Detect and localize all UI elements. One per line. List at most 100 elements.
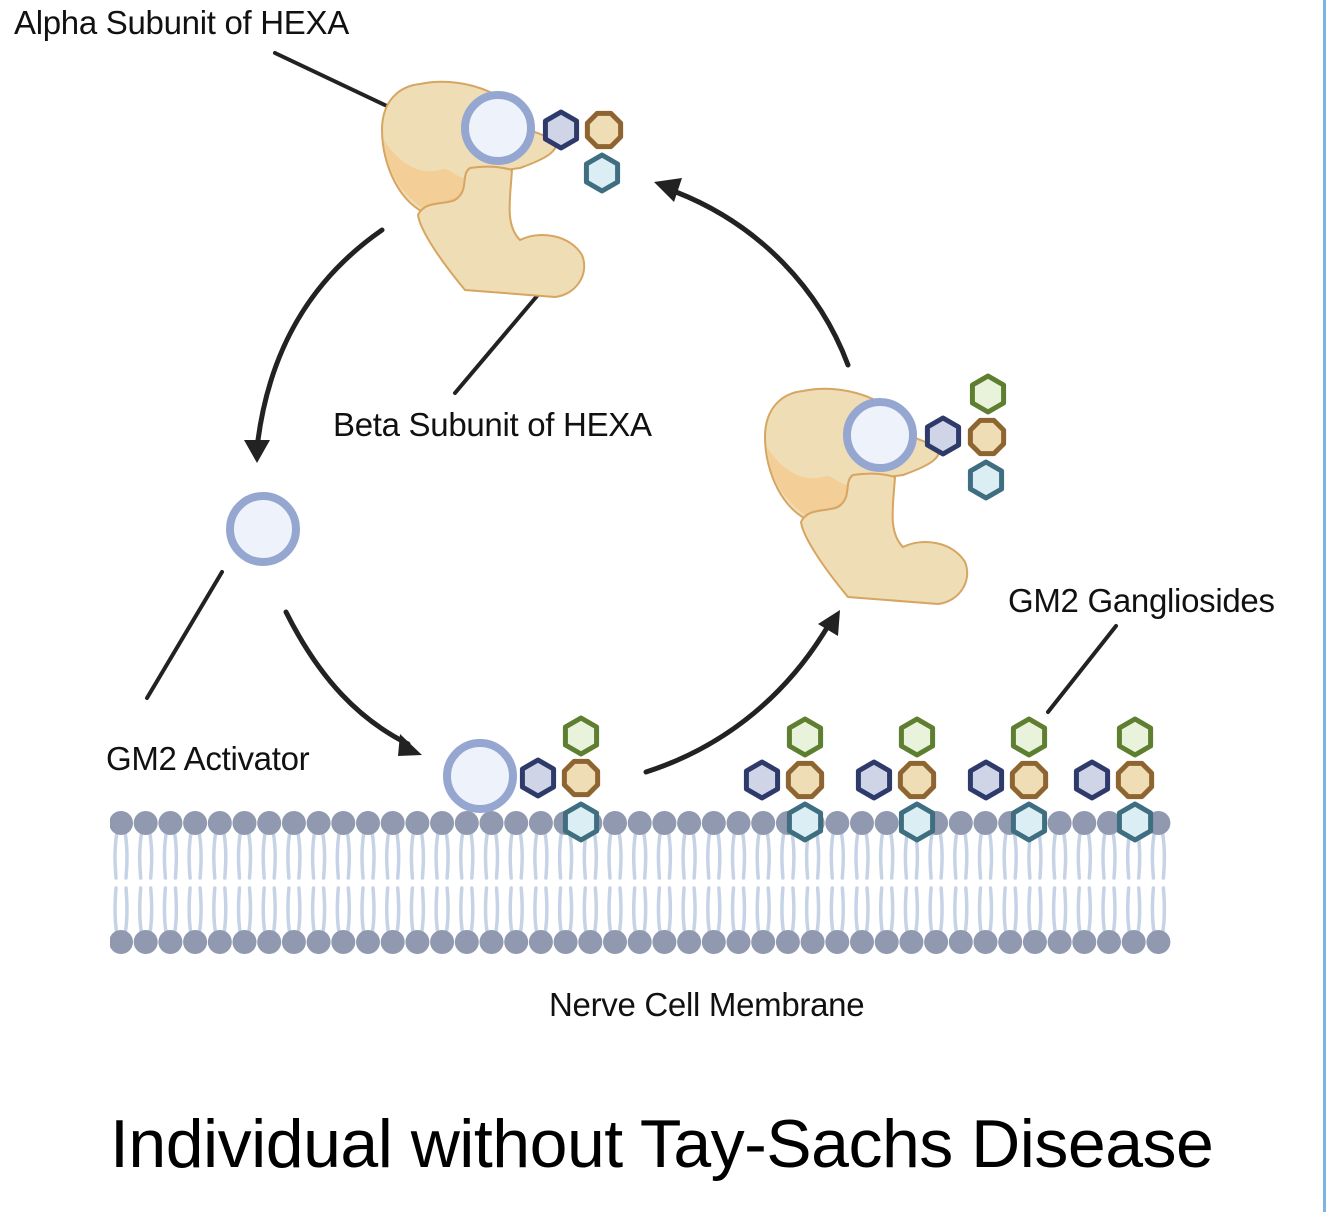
lipid-tail xyxy=(666,830,673,880)
lipid-tail xyxy=(740,886,747,936)
lipid-tail xyxy=(394,886,401,936)
sugar-green xyxy=(898,716,936,758)
lipid-head xyxy=(652,811,677,835)
sugar-green xyxy=(562,715,600,757)
lipid-tail xyxy=(370,886,376,936)
lipid-head xyxy=(1072,930,1097,954)
lipid-tail xyxy=(666,886,673,936)
sugar-teal xyxy=(1116,801,1154,843)
lipid-tail xyxy=(483,886,490,936)
lipid-tail xyxy=(394,830,401,880)
sugar-navy xyxy=(967,759,1005,801)
lipid-tail xyxy=(483,830,490,880)
lipid-tail xyxy=(1160,830,1167,880)
beta-subunit xyxy=(799,472,969,606)
sugar-navy xyxy=(924,415,962,457)
lipid-tail xyxy=(123,886,129,936)
lipid-tail xyxy=(236,886,243,936)
lipid-tail xyxy=(888,830,895,880)
lipid-tail xyxy=(1037,886,1043,936)
lipid-tail xyxy=(212,886,218,936)
lipid-tail xyxy=(335,830,342,880)
sugar-brown xyxy=(1115,760,1155,800)
lipid-tail xyxy=(370,830,376,880)
lipid-head xyxy=(257,811,282,835)
lipid-tail xyxy=(162,886,169,936)
lipid-head xyxy=(603,811,627,835)
lipid-tail xyxy=(730,830,737,880)
lipid-head xyxy=(652,930,677,954)
lipid-head xyxy=(726,930,751,954)
activator-on-enzyme xyxy=(461,91,535,165)
lipid-tail xyxy=(681,830,687,880)
lipid-tail xyxy=(113,886,119,936)
lipid-tail xyxy=(1037,830,1043,880)
lipid-tail xyxy=(928,886,934,936)
lipid-tail xyxy=(617,830,623,880)
lipid-head xyxy=(232,811,257,835)
lipid-head xyxy=(603,930,627,954)
lipid-head xyxy=(850,811,874,835)
lipid-head xyxy=(133,811,158,835)
lipid-head xyxy=(454,930,479,954)
lipid-head xyxy=(110,930,133,954)
lipid-head xyxy=(726,811,751,835)
lipid-tail xyxy=(508,830,514,880)
lipid-tail xyxy=(172,830,179,880)
lipid-head xyxy=(751,811,776,835)
lipid-head xyxy=(948,811,973,835)
arrowhead-down-icon xyxy=(244,440,270,463)
lipid-head xyxy=(677,811,702,835)
alpha-subunit-label: Alpha Subunit of HEXA xyxy=(14,4,349,41)
lipid-tail xyxy=(878,830,885,880)
lipid-head xyxy=(775,930,800,954)
lipid-tail xyxy=(147,886,154,936)
lipid-head xyxy=(430,811,455,835)
lipid-head xyxy=(627,930,652,954)
lipid-head xyxy=(973,811,998,835)
lipid-tail xyxy=(419,830,426,880)
lipid-tail xyxy=(864,830,870,880)
lipid-tail xyxy=(567,886,574,936)
lipid-head xyxy=(207,811,232,835)
lipid-tail xyxy=(839,830,846,880)
lipid-tail xyxy=(518,830,524,880)
gm2-activator-pointer xyxy=(145,570,224,700)
sugar-navy xyxy=(542,109,580,151)
lipid-tail xyxy=(592,830,599,880)
lipid-head xyxy=(899,930,924,954)
lipid-head xyxy=(504,811,529,835)
lipid-head xyxy=(701,811,726,835)
lipid-head xyxy=(1121,930,1146,954)
gm2-gangliosides-label: GM2 Gangliosides xyxy=(1008,582,1275,619)
lipid-tail xyxy=(286,886,292,936)
arrow-enzyme-to-release xyxy=(673,189,851,368)
lipid-head xyxy=(800,930,825,954)
lipid-tail xyxy=(434,886,440,936)
lipid-tail xyxy=(1101,886,1107,936)
lipid-head xyxy=(1047,930,1072,954)
lipid-tail xyxy=(1061,886,1068,936)
lipid-head xyxy=(430,930,455,954)
lipid-tail xyxy=(1051,830,1058,880)
lipid-head xyxy=(405,811,430,835)
lipid-head xyxy=(207,930,232,954)
lipid-tails xyxy=(113,830,1167,936)
lipid-tail xyxy=(1012,886,1018,936)
lipid-tail xyxy=(1125,886,1132,936)
sugar-navy xyxy=(1073,759,1111,801)
sugar-brown xyxy=(785,760,825,800)
lipid-tail xyxy=(631,886,638,936)
sugar-navy xyxy=(519,757,557,799)
lipid-tail xyxy=(854,886,860,936)
beta-subunit-pointer xyxy=(453,281,550,395)
lipid-tail xyxy=(740,830,747,880)
lipid-tail xyxy=(928,830,934,880)
lipid-tail xyxy=(310,830,317,880)
sugar-green xyxy=(969,373,1007,415)
lipid-tail xyxy=(172,886,179,936)
lipid-tail xyxy=(592,886,599,936)
lipid-tail xyxy=(493,886,500,936)
lipid-tail xyxy=(814,886,821,936)
lipid-head xyxy=(677,930,702,954)
